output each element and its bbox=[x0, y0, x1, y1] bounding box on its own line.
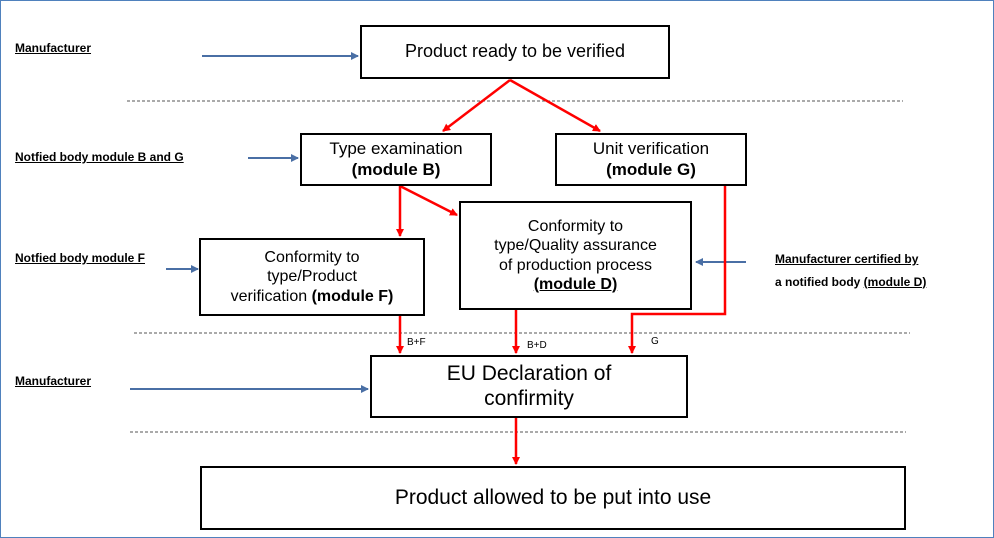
conformity-d-line2: type/Quality assurance bbox=[494, 237, 657, 255]
product-allowed-text: Product allowed to be put into use bbox=[394, 486, 712, 510]
type-exam-module: (module B) bbox=[351, 159, 441, 179]
flow-g-to-eu bbox=[628, 186, 727, 354]
label-certified-pre: a notified body bbox=[775, 274, 864, 289]
conformity-d-module: (module D) bbox=[533, 275, 618, 293]
unit-verif-line1: Unit verification bbox=[592, 139, 710, 159]
unit-verif-module: (module G) bbox=[606, 159, 696, 179]
label-certified-module: (module D) bbox=[863, 274, 927, 289]
label-notified-body-f: Notfied body module F bbox=[15, 251, 145, 265]
box-conformity-module-d: Conformity to type/Quality assurance of … bbox=[459, 201, 692, 310]
box-eu-declaration: EU Declaration of confirmity bbox=[370, 355, 688, 418]
conformity-f-module: (module F) bbox=[311, 287, 394, 305]
flow-ready-to-unit bbox=[509, 78, 601, 133]
tag-g: G bbox=[651, 336, 659, 347]
label-manufacturer-certified-line1: Manufacturer certified by bbox=[775, 252, 919, 266]
box-type-examination: Type examination (module B) bbox=[300, 133, 492, 186]
conformity-f-line3-wrap: verification (module F) bbox=[231, 287, 394, 306]
box-conformity-module-f: Conformity to type/Product verification … bbox=[199, 238, 425, 316]
flow-type-to-d bbox=[399, 184, 458, 217]
conformity-d-line1: Conformity to bbox=[527, 218, 624, 236]
box-unit-verification: Unit verification (module G) bbox=[555, 133, 747, 186]
box-product-allowed: Product allowed to be put into use bbox=[200, 466, 906, 530]
conformity-d-line3: of production process bbox=[499, 256, 652, 274]
label-manufacturer-certified-line2: a notified body (module D) bbox=[775, 271, 926, 294]
conformity-f-line2: type/Product bbox=[267, 268, 357, 286]
conformity-f-line1: Conformity to bbox=[264, 249, 360, 267]
label-manufacturer-top: Manufacturer bbox=[15, 41, 92, 55]
eu-decl-line2: confirmity bbox=[484, 386, 574, 410]
tag-b-plus-d: B+D bbox=[527, 340, 547, 351]
conformity-f-line3: verification bbox=[230, 287, 312, 305]
label-manufacturer-bottom: Manufacturer bbox=[15, 374, 92, 388]
label-notified-body-bg: Notfied body module B and G bbox=[15, 150, 184, 164]
tag-b-plus-f: B+F bbox=[407, 337, 426, 348]
box-product-ready: Product ready to be verified bbox=[360, 25, 670, 79]
eu-decl-line1: EU Declaration of bbox=[446, 362, 612, 386]
type-exam-line1: Type examination bbox=[329, 139, 463, 159]
label-manufacturer-certified: Manufacturer certified by a notified bod… bbox=[775, 248, 926, 294]
box-product-ready-text: Product ready to be verified bbox=[404, 41, 626, 62]
flow-ready-to-type bbox=[442, 79, 511, 132]
